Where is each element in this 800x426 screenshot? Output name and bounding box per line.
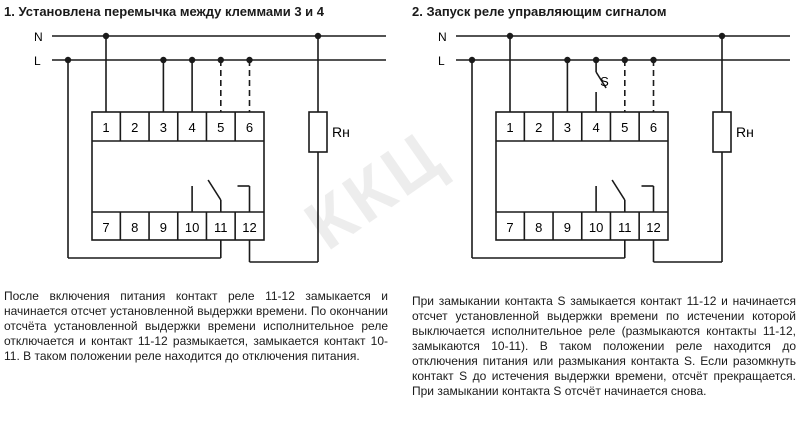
relay-contact-blade [207,179,222,201]
diagram-1-description: После включения питания контакт реле 11-… [4,289,388,363]
terminal-11-label: 11 [618,220,632,235]
live-label: L [34,54,41,68]
load-resistor [712,111,732,153]
terminal-11-label: 11 [214,220,228,235]
neutral-label: N [34,30,43,44]
terminal-9-label: 9 [564,220,571,235]
junction-dot [246,56,253,64]
terminal-8-label: 8 [131,220,138,235]
load-label: Rн [736,124,754,140]
terminal-10-label: 10 [589,220,603,235]
neutral-label: N [438,30,447,44]
terminal-1-label: 1 [102,120,109,135]
live-label: L [438,54,445,68]
relay-contact-blade [611,179,626,201]
junction-dot [506,32,514,40]
junction-dot [564,56,571,64]
terminal-5-label: 5 [217,120,224,135]
terminal-7-label: 7 [506,220,513,235]
terminal-3-label: 3 [160,120,167,135]
terminal-6-label: 6 [650,120,657,135]
terminal-4-label: 4 [592,120,599,135]
diagram-1-title: 1. Установлена перемычка между клеммами … [4,4,325,19]
terminal-8-label: 8 [535,220,542,235]
load-resistor [308,111,328,153]
terminal-1-label: 1 [506,120,513,135]
load-label: Rн [332,124,350,140]
terminal-4-label: 4 [188,120,195,135]
junction-dot [621,56,628,64]
junction-dot [217,56,224,64]
diagram-2-title: 2. Запуск реле управляющим сигналом [412,4,667,19]
junction-dot [650,56,657,64]
terminal-12-label: 12 [646,220,660,235]
switch-s-blade [595,71,607,89]
junction-dot [102,32,110,40]
diagram-2-description: При замыкании контакта S замыкается конт… [412,294,796,398]
junction-dot [188,56,196,64]
switch-s-label: S [600,74,609,89]
terminal-12-label: 12 [242,220,256,235]
terminal-3-label: 3 [564,120,571,135]
terminal-9-label: 9 [160,220,167,235]
terminal-7-label: 7 [102,220,109,235]
junction-dot [160,56,167,64]
terminal-2-label: 2 [131,120,138,135]
terminal-2-label: 2 [535,120,542,135]
terminal-6-label: 6 [246,120,253,135]
terminal-10-label: 10 [185,220,199,235]
terminal-5-label: 5 [621,120,628,135]
